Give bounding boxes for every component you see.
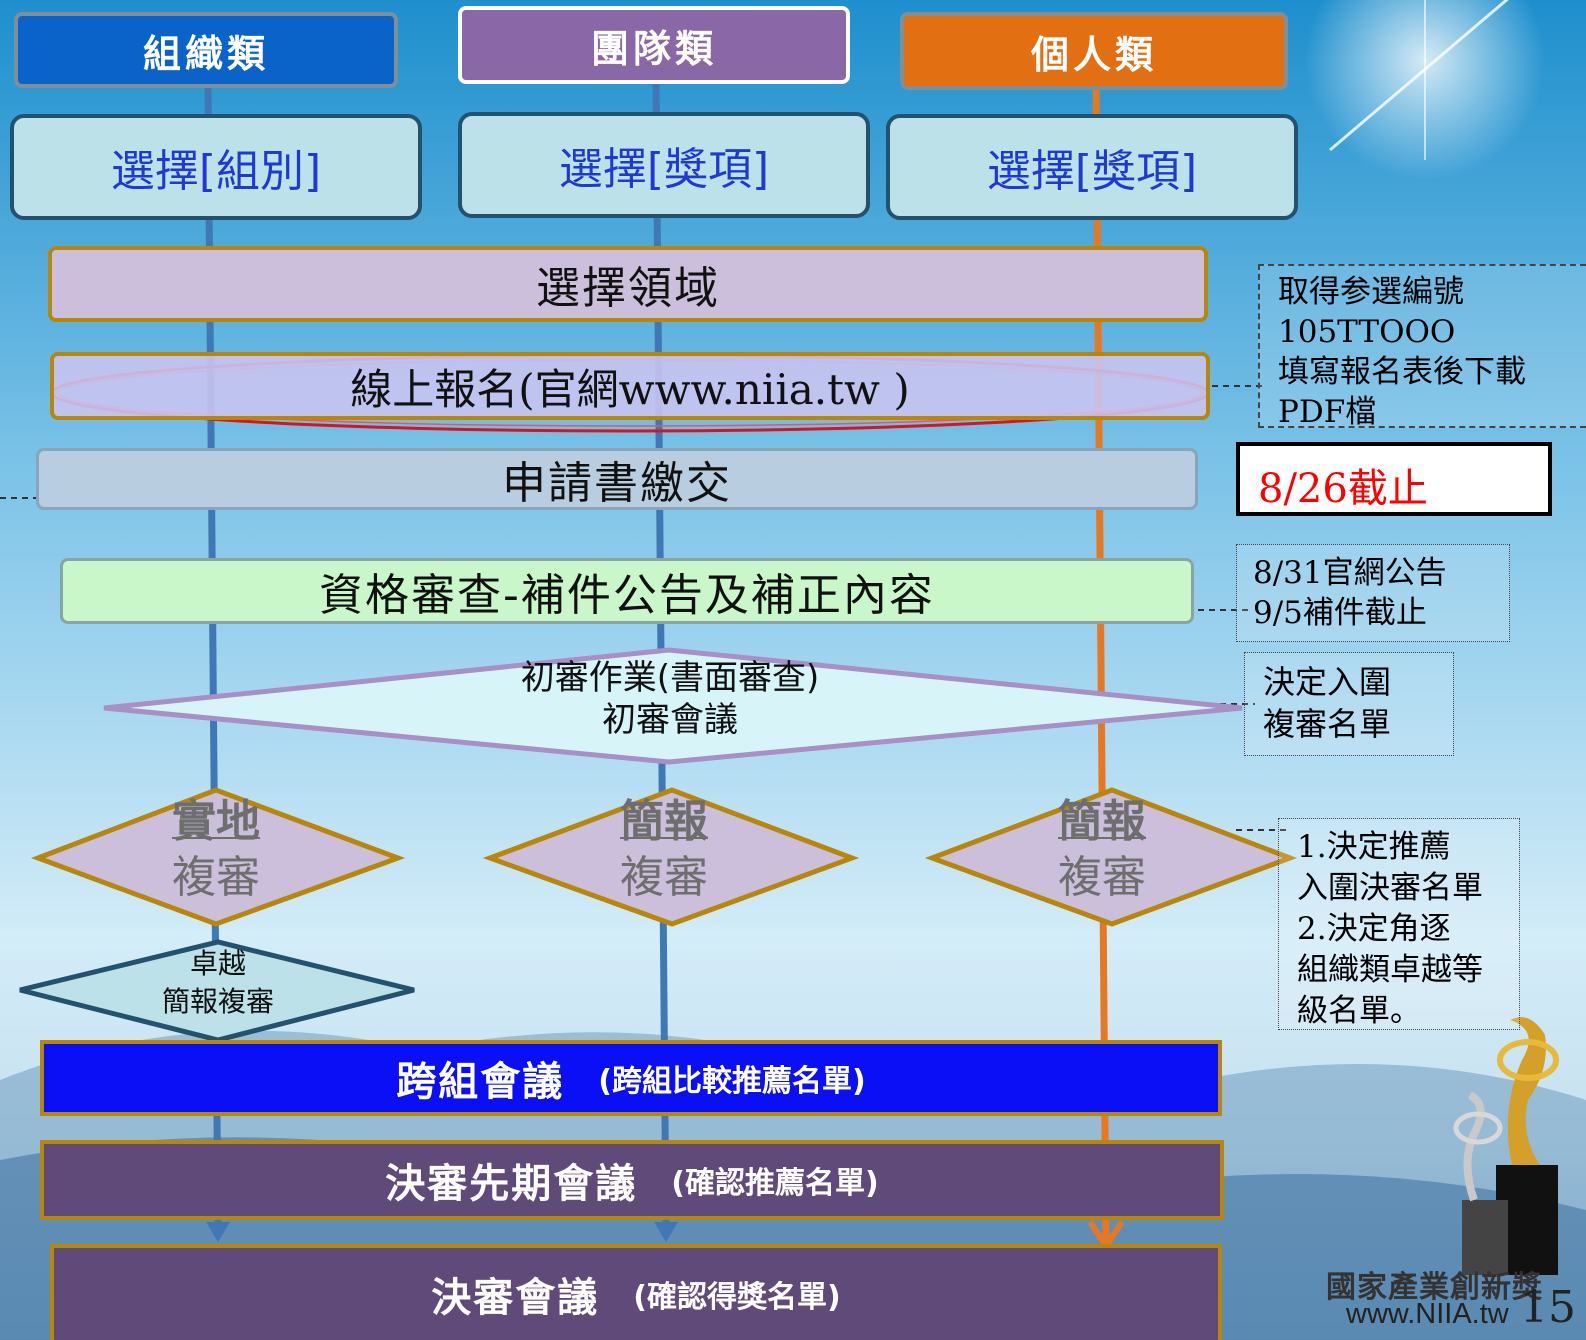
cross-group-sub: (跨組比較推薦名單) [598,1064,866,1099]
decisions-line1: 1.決定推薦 [1297,829,1451,865]
qualification-review-step: 資格審查-補件公告及補正內容 [60,558,1194,624]
prelim-review-label: 初審作業(書面審查) 初審會議 [400,657,940,741]
team-presentation-label: 簡報 複審 [564,794,764,906]
finalists-note: 決定入圍 複審名單 [1244,652,1454,756]
decisions-line4: 組織類卓越等 [1297,952,1483,988]
select-group-box: 選擇[組別] [10,114,422,220]
registration-note: 取得参選編號 105TTOOO 填寫報名表後下載 PDF檔 [1258,264,1586,430]
finalists-line2: 複審名單 [1263,705,1392,743]
page-number: 15 [1520,1282,1576,1333]
decisions-line2: 入圍決審名單 [1297,870,1483,906]
final-sub: (確認得獎名單) [633,1280,841,1315]
pre-final-title: 決審先期會議 [385,1161,638,1207]
finalists-line1: 決定入圍 [1263,663,1392,701]
announcement-line2: 9/5補件截止 [1253,595,1427,631]
onsite-review-bottom: 複審 [172,852,260,903]
announcement-note: 8/31官網公告 9/5補件截止 [1236,544,1510,642]
onsite-review-diamond [30,787,406,927]
cross-group-meeting: 跨組會議 (跨組比較推薦名單) [40,1040,1222,1116]
team-presentation-diamond [482,787,860,927]
decisions-line5: 級名單。 [1297,993,1421,1029]
brand-name: 國家產業創新獎 [1326,1270,1543,1305]
select-field-step: 選擇領域 [48,246,1208,322]
pre-final-meeting: 決審先期會議 (確認推薦名單) [40,1140,1224,1220]
prelim-line2: 初審會議 [602,700,738,740]
online-registration-step: 線上報名(官網www.niia.tw ) [50,352,1210,420]
deadline-note: 8/26截止 [1236,442,1552,516]
select-award-team-box: 選擇[獎項] [458,112,870,218]
prelim-line1: 初審作業(書面審查) [520,658,820,698]
application-submit-step: 申請書繳交 [36,448,1198,510]
team-presentation-bottom: 複審 [620,852,708,903]
brand-url: www.NIIA.tw [1346,1298,1509,1330]
pre-final-sub: (確認推薦名單) [671,1166,879,1201]
excellence-diamond [19,939,415,1043]
category-org: 組織類 [14,12,398,88]
trophy-logo [1453,1017,1559,1275]
registration-note-line4: PDF檔 [1278,394,1377,430]
decisions-note: 1.決定推薦 入圍決審名單 2.決定角逐 組織類卓越等 級名單。 [1278,818,1520,1030]
cross-group-title: 跨組會議 [396,1059,565,1105]
personal-presentation-bottom: 複審 [1058,852,1146,903]
final-title: 決審會議 [431,1275,600,1321]
team-presentation-top: 簡報 [620,796,708,847]
personal-presentation-top: 簡報 [1058,796,1146,847]
registration-note-line1: 取得参選編號 [1278,274,1464,310]
final-meeting: 決審會議 (確認得獎名單) [50,1244,1222,1340]
excellence-review-label: 卓越 簡報複審 [118,945,318,1021]
select-award-personal-box: 選擇[獎項] [886,114,1298,220]
onsite-review-top: 實地 [172,796,260,847]
announcement-line1: 8/31官網公告 [1253,555,1447,591]
prelim-review-diamond [103,647,1243,765]
excellence-line2: 簡報複審 [161,985,274,1018]
excellence-line1: 卓越 [189,947,246,980]
registration-note-line2: 105TTOOO [1278,314,1456,350]
registration-note-line3: 填寫報名表後下載 [1278,354,1526,390]
onsite-review-label: 實地 複審 [116,794,316,906]
category-personal: 個人類 [900,12,1288,90]
category-team: 團隊類 [458,6,850,84]
personal-presentation-label: 簡報 複審 [1002,794,1202,906]
personal-presentation-diamond [924,787,1298,927]
decisions-line3: 2.決定角逐 [1297,911,1451,947]
